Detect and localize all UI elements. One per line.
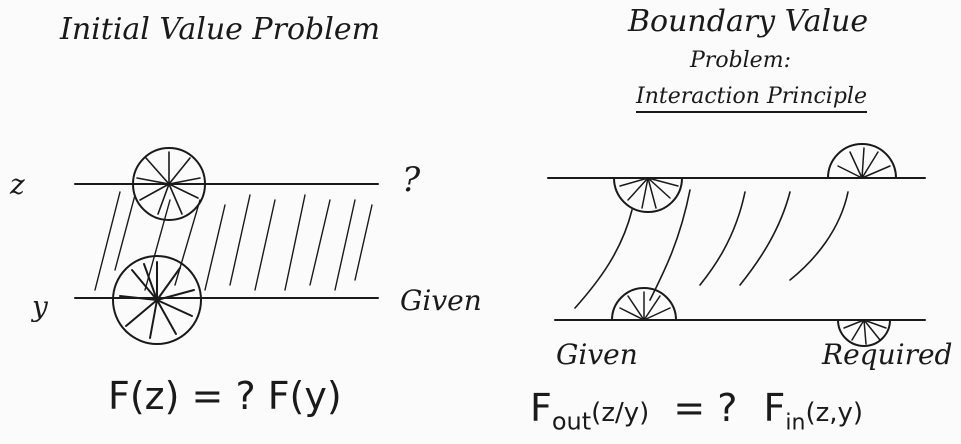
right-label-given: Given (556, 338, 638, 371)
right-eq-mid: = ? (673, 386, 738, 430)
left-equation: F(z) = ? F(y) (108, 374, 342, 418)
right-slab-hatching (574, 189, 849, 309)
left-label-z: z (10, 168, 25, 201)
right-equation: Fout(z/y) = ? Fin(z,y) (530, 386, 863, 436)
right-eq-rhs-args: (z,y) (805, 398, 864, 428)
right-eq-lhs-args: (z/y) (591, 398, 650, 428)
right-bottom-right-half-circle (837, 319, 891, 347)
left-label-question: ? (402, 160, 421, 200)
right-bottom-left-half-circle (611, 287, 677, 321)
right-eq-lhs-sub: out (551, 407, 592, 436)
left-bottom-scatter-circle (112, 255, 202, 345)
left-label-given: Given (400, 284, 482, 317)
right-eq-lhs: F (530, 386, 552, 430)
right-panel-title-line3: Interaction Principle (636, 84, 867, 113)
right-label-required: Required (822, 338, 953, 371)
left-panel-title: Initial Value Problem (60, 12, 381, 47)
right-eq-rhs: F (763, 386, 786, 430)
right-top-left-half-circle (613, 177, 683, 213)
right-top-right-half-circle (827, 143, 897, 179)
right-panel-title-line2: Problem: (690, 48, 791, 73)
left-label-y: y (32, 290, 48, 323)
right-eq-rhs-sub: in (785, 410, 806, 436)
left-top-scatter-circle (132, 147, 206, 221)
right-panel-title-line1: Boundary Value (628, 4, 869, 39)
